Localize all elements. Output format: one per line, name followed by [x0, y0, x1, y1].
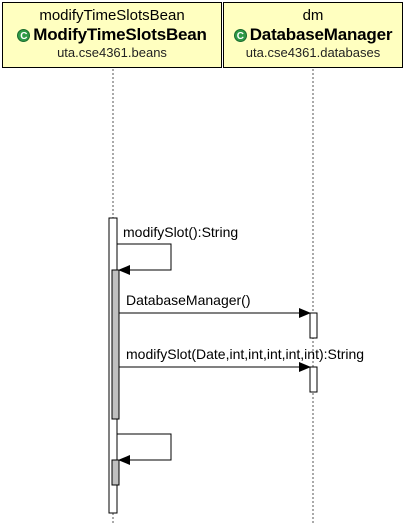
self-message-arrow-1[interactable] [117, 243, 172, 275]
lifeline-class-label: DatabaseManager [249, 25, 393, 44]
message-label-modifyslot: modifySlot():String [123, 224, 239, 240]
lifeline-header-dm[interactable]: dm C DatabaseManager uta.cse4361.databas… [223, 2, 403, 68]
activation-bar-bean-inner-2[interactable] [111, 459, 120, 486]
lifeline-header-modifytimeslotsbean[interactable]: modifyTimeSlotsBean C ModifyTimeSlotsBea… [2, 2, 222, 68]
lifeline-class-label: ModifyTimeSlotsBean [33, 25, 207, 44]
self-message-arrow-2[interactable] [117, 433, 172, 465]
message-label-modifyslot-dm: modifySlot(Date,int,int,int,int,int):Str… [126, 346, 365, 362]
lifeline-package: uta.cse4361.databases [245, 45, 381, 60]
class-icon: C [17, 28, 31, 42]
lifeline-class-name: C DatabaseManager [224, 25, 402, 45]
lifeline-class-name: C ModifyTimeSlotsBean [3, 25, 221, 45]
lifeline-package: uta.cse4361.beans [57, 45, 167, 60]
message-label-databasemanager: DatabaseManager() [126, 292, 251, 308]
class-icon: C [233, 28, 247, 42]
lifeline-instance-name: dm [302, 7, 324, 24]
lifeline-instance-name: modifyTimeSlotsBean [39, 7, 185, 24]
activation-bar-dm-1[interactable] [309, 312, 318, 339]
activation-bar-bean-inner-1[interactable] [111, 269, 120, 420]
activation-bar-dm-2[interactable] [309, 366, 318, 393]
